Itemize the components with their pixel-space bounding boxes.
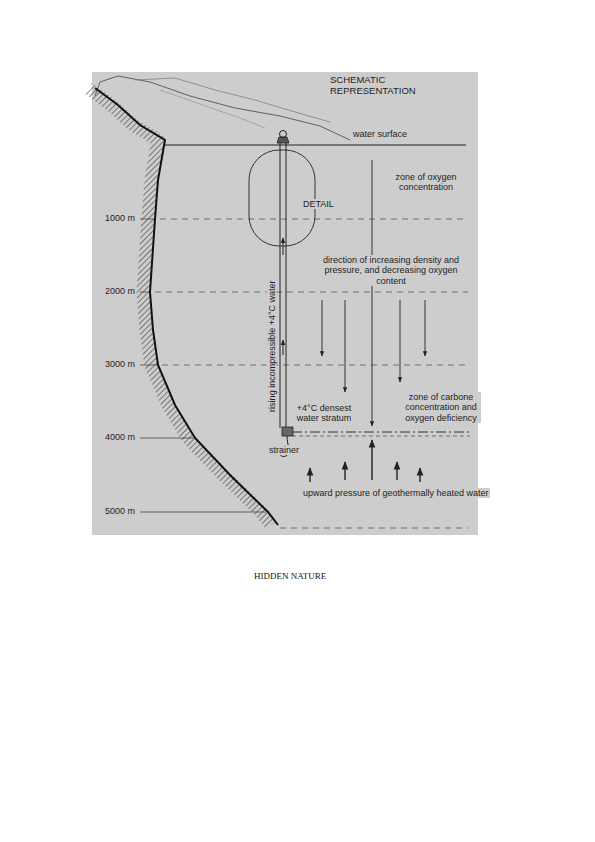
label: rising incompressible +4°C water <box>267 279 277 412</box>
label: 3000 m <box>104 359 136 369</box>
label: 1000 m <box>104 213 136 223</box>
label: 5000 m <box>104 506 136 516</box>
caption: HIDDEN NATURE <box>254 571 326 581</box>
label: +4°C densest water stratum <box>295 403 353 424</box>
label: 2000 m <box>104 286 136 296</box>
label: 4000 m <box>104 432 136 442</box>
label: DETAIL <box>302 199 335 209</box>
diagram-title: SCHEMATIC REPRESENTATION <box>329 75 443 97</box>
label: zone of oxygen concentration <box>386 172 466 193</box>
label: zone of carbone concentration and oxygen… <box>401 392 481 423</box>
label: water surface <box>352 129 408 139</box>
label: direction of increasing density and pres… <box>314 255 468 286</box>
label: strainer <box>268 445 300 455</box>
label: upward pressure of geothermally heated w… <box>302 488 490 498</box>
